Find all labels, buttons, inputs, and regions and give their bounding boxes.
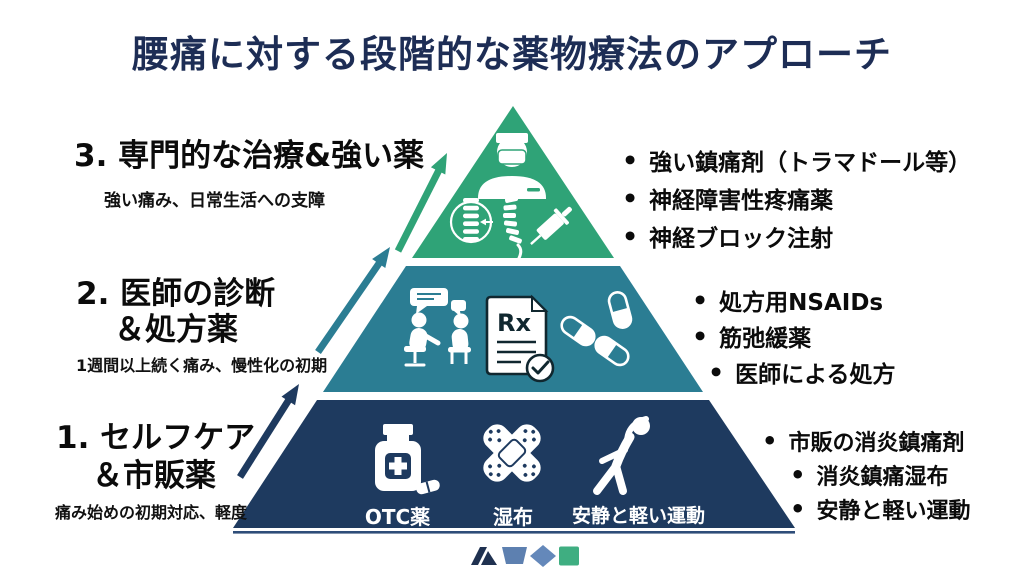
logo-diamond — [530, 545, 556, 567]
step-3-bullet-list: 強い鎮痛剤（トラマドール等） 神経障害性疼痛薬 神経ブロック注射 — [622, 141, 971, 255]
page-title: 腰痛に対する段階的な薬物療法のアプローチ — [132, 33, 892, 76]
step-1-subtitle: 痛み始めの初期対応、軽度 — [55, 503, 248, 522]
capsule-pills-icon — [560, 291, 633, 367]
otc-drug-label: OTC薬 — [364, 505, 431, 529]
step-3-subtitle: 強い痛み、日常生活への支障 — [104, 191, 325, 211]
logo-a-mark-right — [481, 551, 497, 565]
list-item: 市販の消炎鎮痛剤 — [762, 424, 970, 458]
spine-target-icon — [449, 198, 493, 244]
spine-icon — [503, 196, 523, 260]
step-2-heading-line2: ＆処方薬 — [114, 312, 238, 348]
list-item: 安静と軽い運動 — [790, 492, 970, 526]
list-item: 強い鎮痛剤（トラマドール等） — [622, 141, 971, 179]
medicine-bottle-icon — [375, 424, 440, 495]
list-item: 処方用NSAIDs — [692, 282, 895, 318]
stretching-person-icon — [593, 416, 650, 495]
logo-a-mark — [471, 547, 487, 565]
logo-trapezoid — [502, 547, 527, 564]
base-underline — [233, 531, 795, 534]
surgeon-icon — [478, 133, 546, 199]
list-item: 神経ブロック注射 — [622, 217, 971, 255]
step-2-subtitle: 1週間以上続く痛み、慢性化の初期 — [76, 356, 328, 375]
arrow-step-1 — [237, 384, 299, 479]
list-item: 神経障害性疼痛薬 — [622, 179, 971, 217]
rx-label: Rx — [497, 309, 531, 337]
arrow-step-3 — [394, 153, 447, 253]
doctor-consultation-icon — [404, 288, 471, 367]
step-1-heading-line2: ＆市販薬 — [92, 458, 216, 494]
rx-prescription-icon: Rx — [485, 294, 555, 383]
footer-logo — [471, 545, 579, 567]
rest-exercise-label: 安静と軽い運動 — [571, 505, 705, 527]
step-3-heading: 3. 専門的な治療&強い薬 — [74, 138, 425, 174]
list-item: 医師による処方 — [708, 354, 895, 390]
arrow-step-2 — [315, 247, 390, 354]
step-2-bullet-list: 処方用NSAIDs 筋弛緩薬 医師による処方 — [692, 282, 895, 390]
syringe-icon — [530, 206, 572, 245]
adhesive-patch-icon — [483, 424, 541, 482]
step-2-heading-line1: 2. 医師の診断 — [76, 276, 276, 312]
list-item: 消炎鎮痛湿布 — [790, 458, 970, 492]
step-1-heading-line1: 1. セルフケア — [56, 420, 256, 456]
list-item: 筋弛緩薬 — [692, 318, 895, 354]
step-1-bullet-list: 市販の消炎鎮痛剤 消炎鎮痛湿布 安静と軽い運動 — [762, 424, 970, 526]
patch-label: 湿布 — [493, 505, 533, 529]
logo-square — [559, 546, 579, 566]
